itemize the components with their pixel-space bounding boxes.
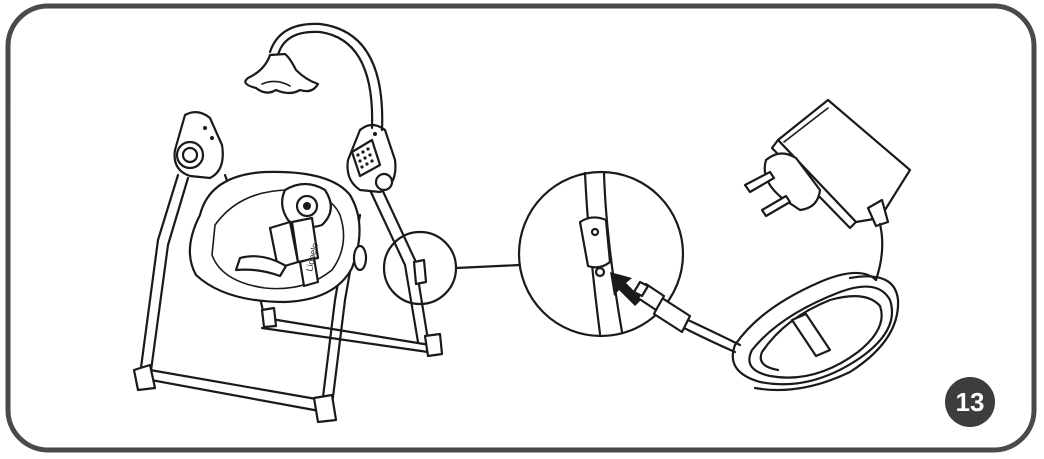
baby-swing-icon: Lionelo: [132, 22, 458, 424]
figure-border: [5, 3, 1037, 453]
control-buttons: [356, 147, 374, 169]
arrow-up-left-icon: [610, 272, 642, 306]
leader-line: [454, 263, 522, 270]
step-badge: 13: [945, 377, 995, 427]
step-number: 13: [956, 387, 985, 417]
power-adapter-icon: [632, 98, 912, 392]
